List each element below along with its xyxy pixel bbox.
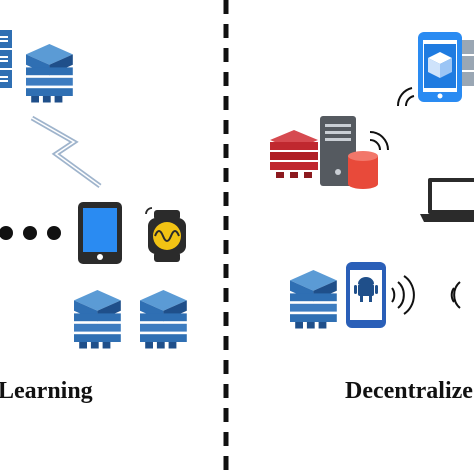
phone-cube-icon xyxy=(418,32,462,102)
wireless-signal-icon xyxy=(450,281,461,309)
database-stack-icon xyxy=(270,130,318,178)
server-rack-icon xyxy=(462,40,474,86)
smartwatch-icon xyxy=(145,207,186,262)
database-cylinder-icon xyxy=(348,151,378,189)
database-stack-icon xyxy=(290,270,337,329)
decentralized-label: Decentralize xyxy=(345,378,473,404)
wireless-signal-icon xyxy=(369,131,389,151)
laptop-icon xyxy=(420,178,474,222)
centralized-learning-label: Learning xyxy=(0,378,93,404)
database-stack-icon xyxy=(74,290,121,349)
database-stack-icon xyxy=(26,44,73,103)
wireless-signal-icon xyxy=(391,275,415,315)
database-stack-icon xyxy=(140,290,187,349)
tablet-icon xyxy=(78,202,122,264)
wireless-signal-icon xyxy=(396,87,415,107)
ellipsis-dots-icon xyxy=(0,226,61,240)
server-rack-icon xyxy=(0,30,12,88)
lightning-link-icon xyxy=(30,115,102,189)
android-phone-icon xyxy=(346,262,386,328)
server-tower-icon xyxy=(320,116,356,186)
